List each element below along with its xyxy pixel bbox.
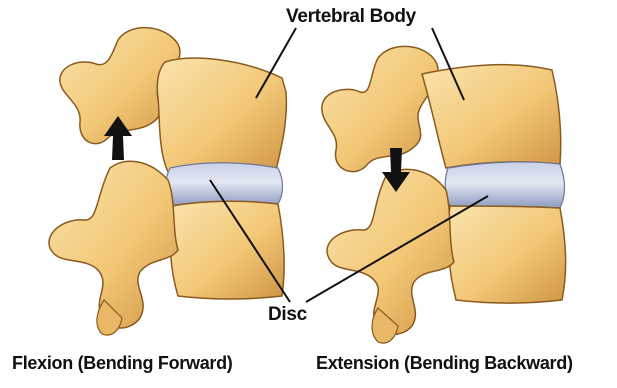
intervertebral-disc [166,163,283,206]
extension-segment [322,46,566,343]
extension-caption: Extension (Bending Backward) [316,353,573,374]
upper-vertebral-body [157,58,286,172]
flexion-segment [49,28,286,335]
upper-posterior-elements-right [322,46,438,171]
vertebral-body-label: Vertebral Body [286,6,416,28]
disc-label: Disc [268,304,307,326]
intervertebral-disc-right [445,162,564,208]
upper-vertebral-body-right [422,65,561,168]
lower-vertebral-body-right [448,206,566,303]
lower-posterior-elements [49,161,178,328]
lower-vertebral-body [170,201,284,299]
flexion-caption: Flexion (Bending Forward) [12,353,233,374]
